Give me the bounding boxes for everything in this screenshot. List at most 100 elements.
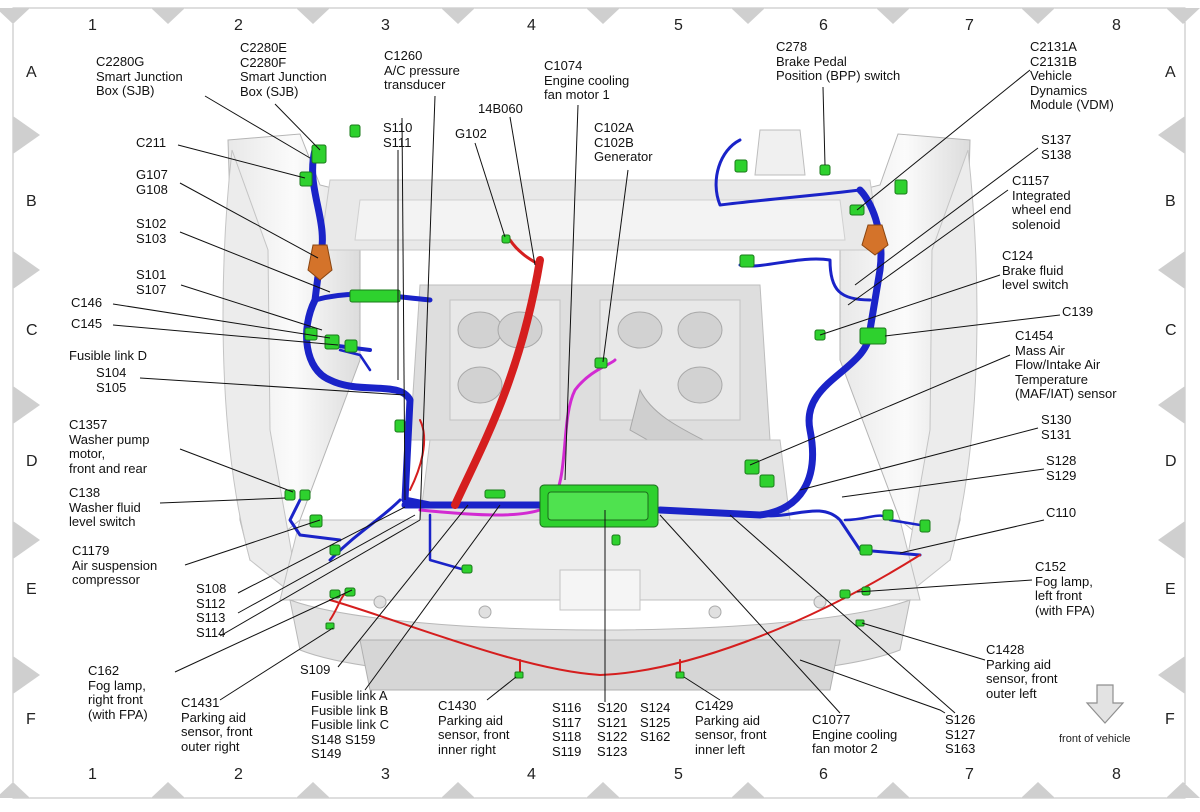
leader-line (729, 514, 956, 714)
label-s104: S104 S105 (96, 365, 127, 395)
border-triangle (586, 782, 620, 798)
grid-row-label: E (1165, 581, 1176, 598)
label-c2280e: C2280E C2280F Smart Junction Box (SJB) (240, 40, 327, 99)
leader-line (179, 182, 319, 259)
border-triangle (1021, 782, 1055, 798)
grid-column-label: 2 (234, 17, 243, 34)
label-c1431: C1431 Parking aid sensor, front outer ri… (181, 695, 253, 754)
grid-column-label: 2 (234, 766, 243, 783)
leader-line (854, 147, 1039, 286)
label-c124: C124 Brake fluid level switch (1002, 248, 1069, 292)
grid-row-label: F (1165, 711, 1175, 728)
label-c1357: C1357 Washer pump motor, front and rear (69, 417, 150, 476)
border-triangle (441, 8, 475, 24)
label-s126: S126 S127 S163 (945, 712, 976, 756)
leader-line (112, 303, 331, 339)
label-s128: S128 S129 (1046, 453, 1077, 483)
label-s109: S109 (300, 662, 331, 677)
grid-column-label: 7 (965, 17, 974, 34)
label-s137: S137 S138 (1041, 132, 1072, 162)
leader-line (274, 103, 321, 151)
leader-line (401, 117, 406, 501)
label-c146: C146 (71, 295, 103, 310)
border-triangle (1158, 251, 1185, 289)
front-of-vehicle-label: front of vehicle (1059, 733, 1131, 745)
leader-line (159, 497, 286, 504)
leader-line (509, 116, 536, 266)
label-c1260: C1260 A/C pressure transducer (384, 48, 460, 92)
grid-row-label: F (26, 711, 36, 728)
border-triangle (296, 782, 330, 798)
grid-row-label: C (1165, 322, 1177, 339)
leader-line (564, 104, 579, 481)
label-s101: S101 S107 (136, 267, 167, 297)
label-14b060: 14B060 (478, 101, 523, 116)
border-triangle (13, 656, 40, 694)
leader-line (139, 377, 406, 396)
leader-line (112, 324, 339, 346)
grid-column-label: 3 (381, 17, 390, 34)
border-triangle (1158, 116, 1185, 154)
label-c1428: C1428 Parking aid sensor, front outer le… (986, 642, 1058, 701)
leader-line (856, 579, 1033, 593)
label-c1179: C1179 Air suspension compressor (72, 543, 158, 587)
label-c1430: C1430 Parking aid sensor, front inner ri… (438, 698, 510, 757)
label-c1429: C1429 Parking aid sensor, front inner le… (695, 698, 767, 757)
leader-line (179, 448, 294, 493)
border-triangle (13, 251, 40, 289)
leader-line (899, 519, 1045, 554)
border-triangle (441, 782, 475, 798)
label-c139: C139 (1062, 304, 1094, 319)
front-arrow-icon (1085, 684, 1125, 724)
label-c1454: C1454 Mass Air Flow/Intake Air Temperatu… (1015, 328, 1117, 401)
label-c1074: C1074 Engine cooling fan motor 1 (544, 58, 630, 102)
label-g102: G102 (455, 126, 487, 141)
border-triangle (151, 8, 185, 24)
grid-row-label: A (1165, 64, 1176, 81)
label-c211: C211 (136, 135, 167, 150)
label-c102a: C102A C102B Generator (594, 120, 653, 164)
label-c145: C145 (71, 316, 103, 331)
leader-line (841, 468, 1045, 498)
leader-line (856, 69, 1031, 211)
label-c162: C162 Fog lamp, right front (with FPA) (88, 663, 148, 722)
leader-line (659, 514, 841, 714)
grid-column-label: 5 (674, 766, 683, 783)
label-s124: S124 S125 S162 (640, 700, 671, 744)
border-triangle (13, 386, 40, 424)
leader-line (819, 274, 1001, 336)
leader-line (204, 95, 311, 159)
label-s120: S120 S121 S122 S123 (597, 700, 628, 759)
leader-line (364, 504, 501, 691)
leader-line (237, 506, 406, 594)
grid-column-label: 8 (1112, 17, 1121, 34)
leader-line (419, 95, 436, 521)
grid-row-label: A (26, 64, 37, 81)
leader-line (847, 189, 1009, 306)
label-c110: C110 (1046, 505, 1077, 520)
leader-line (861, 622, 986, 661)
label-s102: S102 S103 (136, 216, 167, 246)
ground-points (307, 224, 889, 281)
grid-column-label: 7 (965, 766, 974, 783)
label-c1077: C1077 Engine cooling fan motor 2 (812, 712, 898, 756)
border-triangle (876, 8, 910, 24)
leader-line (799, 659, 946, 714)
label-c138: C138 Washer fluid level switch (69, 485, 141, 529)
border-triangle (1166, 8, 1200, 24)
grid-column-label: 5 (674, 17, 683, 34)
border-triangle (296, 8, 330, 24)
leader-line (486, 676, 517, 701)
grid-column-label: 3 (381, 766, 390, 783)
border-triangle (151, 782, 185, 798)
leader-line (337, 504, 469, 668)
label-c2280g: C2280G Smart Junction Box (SJB) (96, 54, 183, 98)
leader-line (237, 514, 416, 614)
leader-line (177, 144, 306, 179)
border-triangle (731, 782, 765, 798)
leader-line (749, 354, 1011, 466)
border-triangle (1158, 521, 1185, 559)
leader-line (602, 169, 629, 363)
grid-column-label: 6 (819, 766, 828, 783)
